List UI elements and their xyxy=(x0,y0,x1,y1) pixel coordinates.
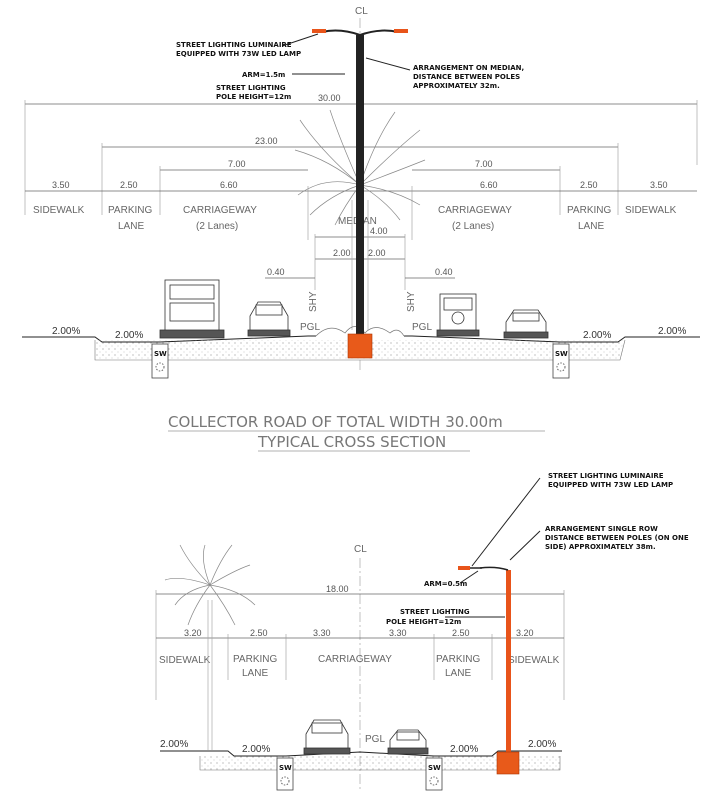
top-dim-parking-left: 2.50 xyxy=(120,180,138,190)
bottom-label-sw-left: SW xyxy=(279,764,292,772)
top-note-arrangement-3: APPROXIMATELY 32m. xyxy=(413,82,500,90)
bottom-palm-tree xyxy=(164,544,256,750)
bottom-car-right-icon xyxy=(387,729,429,755)
bottom-dim-sidewalk-right: 3.20 xyxy=(516,628,534,638)
bottom-cross-section: CL 18.00 3.20 2.50 3.30 3.30 2.50 3.20 S… xyxy=(155,472,689,791)
bottom-dim-total: 18.00 xyxy=(326,584,349,594)
bottom-dim-cw-left: 3.30 xyxy=(313,628,331,638)
top-slope-far-left: 2.00% xyxy=(52,326,80,337)
bottom-street-light-pole xyxy=(458,566,520,775)
bottom-dim-cw-right: 3.30 xyxy=(389,628,407,638)
bottom-dim-parking-right: 2.50 xyxy=(452,628,470,638)
top-label-cw-left-2: (2 Lanes) xyxy=(196,221,238,232)
top-dim-median-half-left: 2.00 xyxy=(333,248,351,258)
top-dim-total: 30.00 xyxy=(318,93,341,103)
top-dim-cw-left: 6.60 xyxy=(220,180,238,190)
top-pole-foundation xyxy=(347,333,373,359)
bottom-slope-far-left: 2.00% xyxy=(160,739,188,750)
bottom-note-pole-2: POLE HEIGHT=12m xyxy=(386,618,461,626)
top-slope-right: 2.00% xyxy=(583,330,611,341)
top-label-pgl-left: PGL xyxy=(300,322,320,333)
top-label-sidewalk-right: SIDEWALK xyxy=(625,205,677,216)
bottom-label-parking-right-2: LANE xyxy=(445,668,471,679)
bottom-note-arrangement-3: SIDE) APPROXIMATELY 38m. xyxy=(545,543,656,551)
top-luminaire-right xyxy=(394,29,408,33)
top-label-cw-left-1: CARRIAGEWAY xyxy=(183,205,257,216)
bottom-dim-parking-left: 2.50 xyxy=(250,628,268,638)
bottom-label-carriageway: CARRIAGEWAY xyxy=(318,654,392,665)
top-note-arrangement-2: DISTANCE BETWEEN POLES xyxy=(413,73,520,81)
bottom-centerline-symbol: CL xyxy=(354,544,367,555)
bottom-label-sw-right: SW xyxy=(428,764,441,772)
top-label-parking-left-2: LANE xyxy=(118,221,144,232)
top-storm-well-left xyxy=(151,343,169,379)
bottom-note-arm: ARM=0.5m xyxy=(424,580,467,588)
top-dim-parking-right: 2.50 xyxy=(580,180,598,190)
top-dim-median: 4.00 xyxy=(370,226,388,236)
bottom-note-arrangement-2: DISTANCE BETWEEN POLES (ON ONE xyxy=(545,534,689,542)
top-note-arrangement-1: ARRANGEMENT ON MEDIAN, xyxy=(413,64,524,72)
top-label-parking-left-1: PARKING xyxy=(108,205,152,216)
top-truck-icon xyxy=(159,279,225,339)
bottom-road-profile: SW SW xyxy=(160,750,562,791)
top-dim-cw-right-total: 7.00 xyxy=(475,159,493,169)
top-jeep-icon xyxy=(436,293,480,337)
top-label-parking-right-1: PARKING xyxy=(567,205,611,216)
top-centerline-symbol: CL xyxy=(355,6,368,17)
top-title-line1: COLLECTOR ROAD OF TOTAL WIDTH 30.00m xyxy=(168,413,503,431)
top-dim-shy-right: 0.40 xyxy=(435,267,453,277)
top-label-sidewalk-left: SIDEWALK xyxy=(33,205,85,216)
bottom-note-pole-1: STREET LIGHTING xyxy=(400,608,470,616)
top-label-shy-right: SHY xyxy=(406,291,417,312)
top-slope-far-right: 2.00% xyxy=(658,326,686,337)
bottom-label-parking-left-2: LANE xyxy=(242,668,268,679)
top-note-pole-2: POLE HEIGHT=12m xyxy=(216,93,291,101)
top-dim-median-half-right: 2.00 xyxy=(368,248,386,258)
top-label-sw-left: SW xyxy=(154,350,167,358)
bottom-note-luminaire-2: EQUIPPED WITH 73W LED LAMP xyxy=(548,481,673,489)
top-car-left-icon xyxy=(247,301,291,337)
bottom-car-left-icon xyxy=(303,719,351,755)
top-dim-sidewalk-left: 3.50 xyxy=(52,180,70,190)
top-dim-shy-left: 0.40 xyxy=(267,267,285,277)
bottom-pole-foundation xyxy=(496,751,520,775)
bottom-label-parking-left-1: PARKING xyxy=(233,654,277,665)
bottom-note-arrangement-1: ARRANGEMENT SINGLE ROW xyxy=(545,525,658,533)
top-label-sw-right: SW xyxy=(555,350,568,358)
top-label-cw-right-2: (2 Lanes) xyxy=(452,221,494,232)
top-dim-cw-right: 6.60 xyxy=(480,180,498,190)
top-slope-left: 2.00% xyxy=(115,330,143,341)
bottom-slope-far-right: 2.00% xyxy=(528,739,556,750)
top-street-light-pole xyxy=(312,29,408,359)
bottom-slope-right: 2.00% xyxy=(450,744,478,755)
bottom-slope-left: 2.00% xyxy=(242,744,270,755)
top-dim-sidewalk-right: 3.50 xyxy=(650,180,668,190)
bottom-notes: STREET LIGHTING LUMINAIRE EQUIPPED WITH … xyxy=(386,472,689,626)
top-label-shy-left: SHY xyxy=(308,291,319,312)
top-note-luminaire-1: STREET LIGHTING LUMINAIRE xyxy=(176,41,292,49)
top-dim-cw-left-total: 7.00 xyxy=(228,159,246,169)
top-cross-section: CL 30.00 23.00 7.00 7.00 xyxy=(22,6,700,452)
top-note-luminaire-2: EQUIPPED WITH 73W LED LAMP xyxy=(176,50,301,58)
bottom-dimension-lines xyxy=(155,590,565,700)
top-label-pgl-right: PGL xyxy=(412,322,432,333)
bottom-label-parking-right-1: PARKING xyxy=(436,654,480,665)
top-luminaire-left xyxy=(312,29,326,33)
top-label-cw-right-1: CARRIAGEWAY xyxy=(438,205,512,216)
bottom-note-luminaire-1: STREET LIGHTING LUMINAIRE xyxy=(548,472,664,480)
bottom-luminaire xyxy=(458,566,470,570)
bottom-label-sidewalk-left: SIDEWALK xyxy=(159,655,211,666)
top-note-arm: ARM=1.5m xyxy=(242,71,285,79)
top-title-line2: TYPICAL CROSS SECTION xyxy=(257,433,446,451)
bottom-dim-sidewalk-left: 3.20 xyxy=(184,628,202,638)
top-storm-well-right xyxy=(552,343,570,379)
top-notes: STREET LIGHTING LUMINAIRE EQUIPPED WITH … xyxy=(176,33,524,101)
top-dim-inner: 23.00 xyxy=(255,136,278,146)
top-label-parking-right-2: LANE xyxy=(578,221,604,232)
bottom-label-sidewalk-right: SIDEWALK xyxy=(508,655,560,666)
bottom-label-pgl: PGL xyxy=(365,734,385,745)
top-note-pole-1: STREET LIGHTING xyxy=(216,84,286,92)
top-car-right-icon xyxy=(503,309,549,339)
